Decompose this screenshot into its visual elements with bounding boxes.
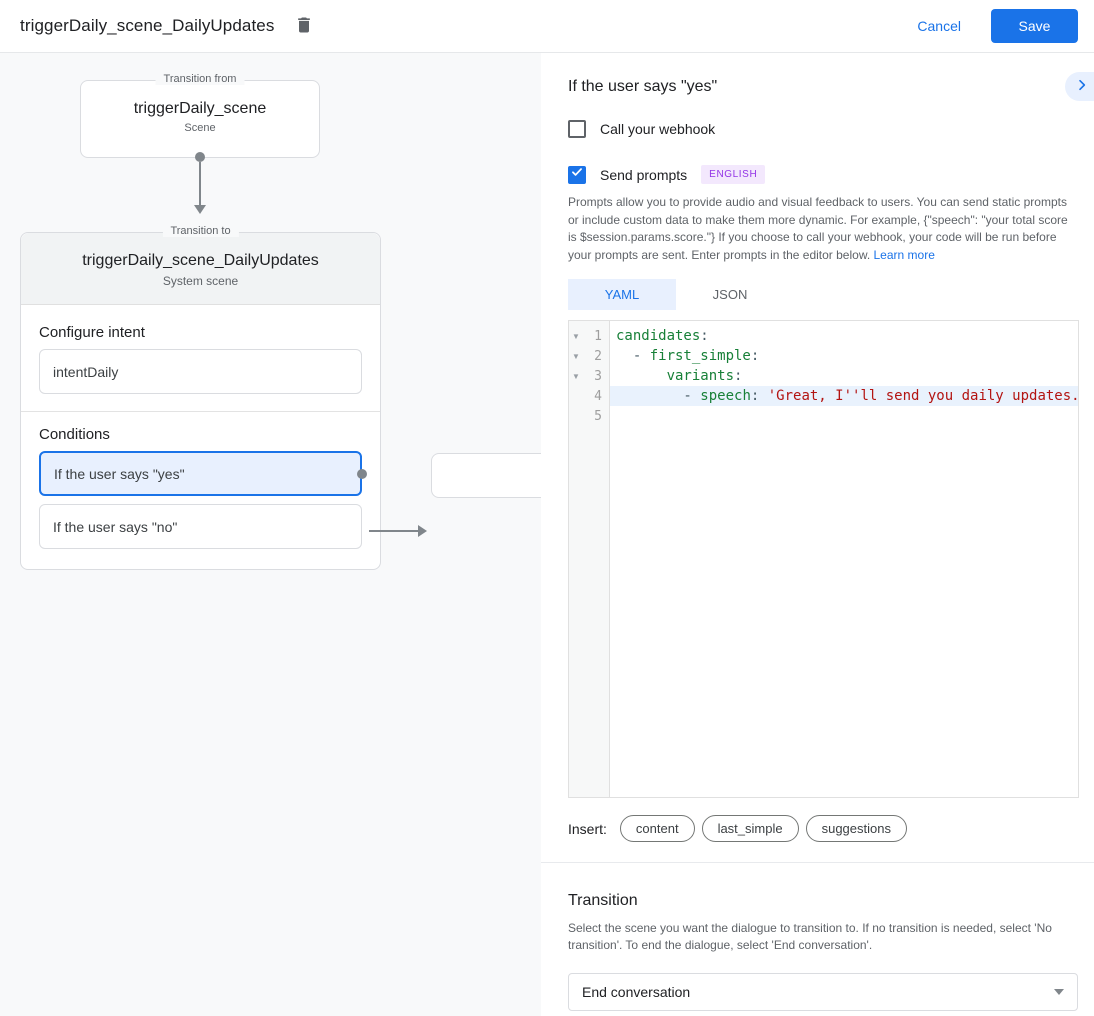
condition-yes-label: If the user says "yes"	[54, 465, 185, 482]
arrow-down-head-icon	[194, 205, 206, 214]
prompts-description: Prompts allow you to provide audio and v…	[568, 194, 1078, 264]
chevron-right-icon	[1074, 77, 1090, 96]
line-number: 3	[594, 368, 602, 384]
dropdown-arrow-icon	[1054, 989, 1064, 995]
from-node-title: triggerDaily_scene	[133, 100, 267, 117]
collapse-panel-button[interactable]	[1065, 72, 1094, 101]
code-line[interactable]	[610, 406, 1078, 426]
insert-row: Insert: content last_simple suggestions	[568, 815, 1078, 842]
intent-field[interactable]: intentDaily	[39, 349, 362, 394]
check-icon	[570, 165, 584, 184]
code-line[interactable]: - first_simple:	[616, 348, 760, 364]
transition-description: Select the scene you want the dialogue t…	[568, 921, 1052, 952]
transition-title: Transition	[568, 892, 638, 909]
configure-intent-label: Configure intent	[39, 324, 145, 341]
page-title: triggerDaily_scene_DailyUpdates	[20, 16, 275, 35]
prompts-description-text: Prompts allow you to provide audio and v…	[568, 195, 1068, 262]
transition-select-value: End conversation	[582, 984, 691, 1000]
fold-arrow-icon[interactable]: ▼	[572, 331, 580, 341]
call-webhook-checkbox[interactable]	[568, 120, 586, 138]
tab-json[interactable]: JSON	[676, 279, 784, 310]
transition-from-label: Transition from	[155, 73, 245, 85]
panel-divider	[541, 862, 1094, 863]
connector-dot	[195, 152, 205, 162]
to-node-subtitle: System scene	[162, 274, 239, 288]
insert-label: Insert:	[568, 820, 607, 837]
conditions-label: Conditions	[39, 426, 110, 443]
line-number: 5	[594, 408, 602, 424]
line-number: 2	[594, 348, 602, 364]
gutter-row: ▼2	[569, 346, 609, 366]
condition-no-label: If the user says "no"	[53, 518, 178, 535]
from-node-subtitle: Scene	[184, 122, 216, 134]
language-badge: ENGLISH	[701, 165, 766, 184]
condition-yes[interactable]: If the user says "yes"	[39, 451, 367, 496]
transition-to-label: Transition to	[162, 225, 239, 237]
node-transition-to[interactable]: Transition to triggerDaily_scene_DailyUp…	[20, 225, 381, 570]
save-button[interactable]: Save	[991, 9, 1078, 43]
send-prompts-row: Send prompts ENGLISH	[568, 165, 1078, 184]
title-row: triggerDaily_scene_DailyUpdates	[20, 14, 316, 38]
fold-arrow-icon[interactable]: ▼	[572, 371, 580, 381]
section-divider	[21, 411, 380, 412]
to-node-title: triggerDaily_scene_DailyUpdates	[82, 252, 319, 269]
line-number: 1	[594, 328, 602, 344]
panel-title: If the user says "yes"	[568, 78, 718, 95]
transition-select[interactable]: End conversation	[568, 973, 1078, 1011]
webhook-row: Call your webhook	[568, 120, 1078, 138]
code-line[interactable]: - speech: 'Great, I''ll send you daily u…	[610, 386, 1078, 406]
to-node-body: Configure intent intentDaily Conditions …	[21, 324, 380, 549]
insert-chip-content[interactable]: content	[619, 815, 695, 842]
insert-chip-suggestions[interactable]: suggestions	[805, 815, 907, 842]
trash-icon	[294, 15, 314, 38]
node-transition-target[interactable]	[431, 453, 541, 498]
scene-graph-canvas[interactable]: Transition from triggerDaily_scene Scene…	[0, 53, 541, 1016]
condition-no[interactable]: If the user says "no"	[39, 504, 362, 549]
header-actions: Cancel Save	[917, 9, 1078, 43]
learn-more-link[interactable]: Learn more	[873, 247, 935, 262]
top-bar: triggerDaily_scene_DailyUpdates Cancel S…	[0, 0, 1094, 53]
gutter-row: 4	[569, 386, 609, 406]
arrow-right-head-icon	[418, 525, 427, 537]
line-number: 4	[594, 388, 602, 404]
connector-arrow-down	[199, 162, 201, 206]
gutter-row: ▼3	[569, 366, 609, 386]
editor-code[interactable]: candidates: - first_simple: variants: - …	[610, 321, 1078, 797]
cancel-button[interactable]: Cancel	[917, 18, 961, 34]
gutter-row: ▼1	[569, 326, 609, 346]
editor-tabs: YAML JSON	[568, 279, 1078, 310]
code-line[interactable]: variants:	[666, 368, 743, 384]
fold-arrow-icon[interactable]: ▼	[572, 351, 580, 361]
connector-dot	[357, 468, 367, 479]
intent-value: intentDaily	[53, 363, 119, 380]
connector-arrow-right	[369, 530, 419, 532]
gutter-row: 5	[569, 406, 609, 426]
node-transition-from[interactable]: Transition from triggerDaily_scene Scene	[80, 73, 320, 162]
send-prompts-checkbox[interactable]	[568, 165, 586, 184]
delete-button[interactable]	[292, 14, 316, 38]
tab-yaml[interactable]: YAML	[568, 279, 676, 310]
send-prompts-label: Send prompts	[600, 166, 688, 183]
to-node-header: triggerDaily_scene_DailyUpdates System s…	[21, 233, 380, 305]
condition-detail-panel: If the user says "yes" Call your webhook…	[541, 53, 1094, 1016]
call-webhook-label: Call your webhook	[600, 121, 716, 137]
insert-chip-last-simple[interactable]: last_simple	[701, 815, 799, 842]
code-line[interactable]: candidates:	[616, 328, 709, 344]
